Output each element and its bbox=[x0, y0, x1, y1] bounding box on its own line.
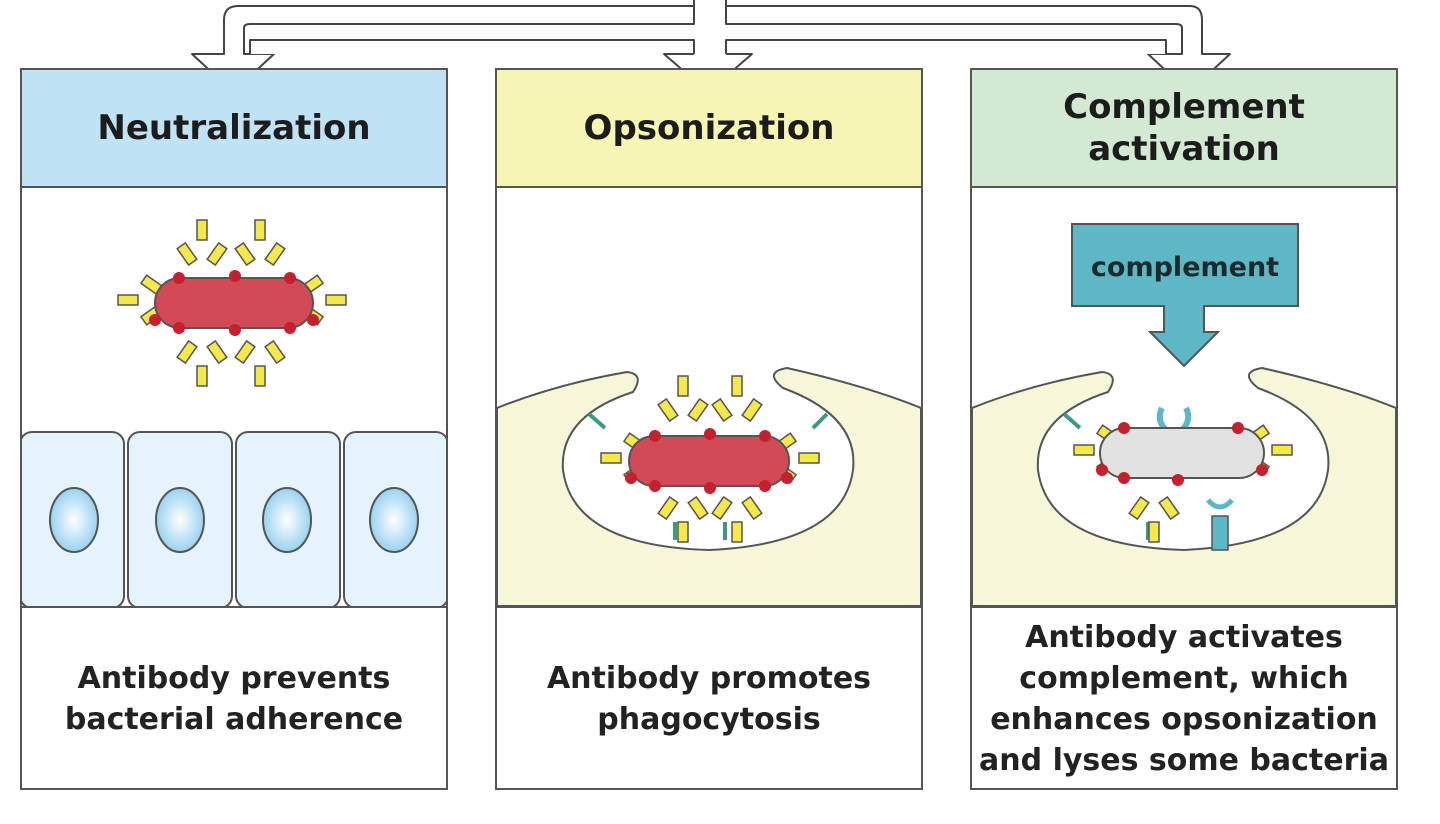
complement-illustration: complement bbox=[972, 223, 1396, 606]
neutralization-illustration bbox=[22, 219, 446, 606]
complement-box: complement bbox=[1071, 223, 1299, 368]
phagocyte bbox=[497, 366, 921, 606]
nucleus bbox=[369, 487, 419, 553]
fc-receptors bbox=[1062, 412, 1150, 540]
panel-title-complement: Complement activation bbox=[972, 70, 1396, 188]
branch-arrows bbox=[191, 0, 1231, 93]
opsonization-caption: Antibody promotes phagocytosis bbox=[546, 661, 872, 737]
complement-label: complement bbox=[1091, 252, 1279, 283]
panel-title-opsonization: Opsonization bbox=[497, 70, 921, 188]
phagocyte bbox=[972, 366, 1396, 606]
panel-complement-activation: Complement activation complement bbox=[970, 68, 1398, 790]
complement-activation-caption: Antibody activates complement, which enh… bbox=[979, 620, 1389, 778]
panel-opsonization: Opsonization bbox=[495, 68, 923, 790]
neutralization-caption: Antibody prevents bacterial adherence bbox=[64, 661, 404, 737]
lysed-bacterium-with-antibodies bbox=[1073, 422, 1293, 543]
panel-neutralization: Neutralization bbox=[20, 68, 448, 790]
caption-opsonization: Antibody promotes phagocytosis bbox=[497, 606, 921, 790]
epithelial-cells bbox=[22, 431, 446, 606]
caption-neutralization: Antibody prevents bacterial adherence bbox=[22, 606, 446, 790]
opsonization-illustration bbox=[497, 366, 921, 606]
bacterium-with-antibodies bbox=[600, 375, 820, 543]
neutralization-title: Neutralization bbox=[97, 108, 371, 148]
opsonization-title: Opsonization bbox=[583, 108, 835, 148]
fc-receptors bbox=[587, 412, 829, 540]
nucleus bbox=[155, 487, 205, 553]
bacterium bbox=[1099, 427, 1265, 479]
complement-arrow bbox=[1071, 223, 1299, 368]
bacterium bbox=[154, 277, 314, 329]
nucleus bbox=[262, 487, 312, 553]
caption-complement: Antibody activates complement, which enh… bbox=[972, 606, 1396, 790]
nucleus bbox=[49, 487, 99, 553]
bacterium bbox=[628, 435, 790, 487]
panel-title-neutralization: Neutralization bbox=[22, 70, 446, 188]
bacterium-with-antibodies bbox=[117, 219, 347, 387]
complement-activation-title: Complement activation bbox=[1063, 87, 1305, 169]
